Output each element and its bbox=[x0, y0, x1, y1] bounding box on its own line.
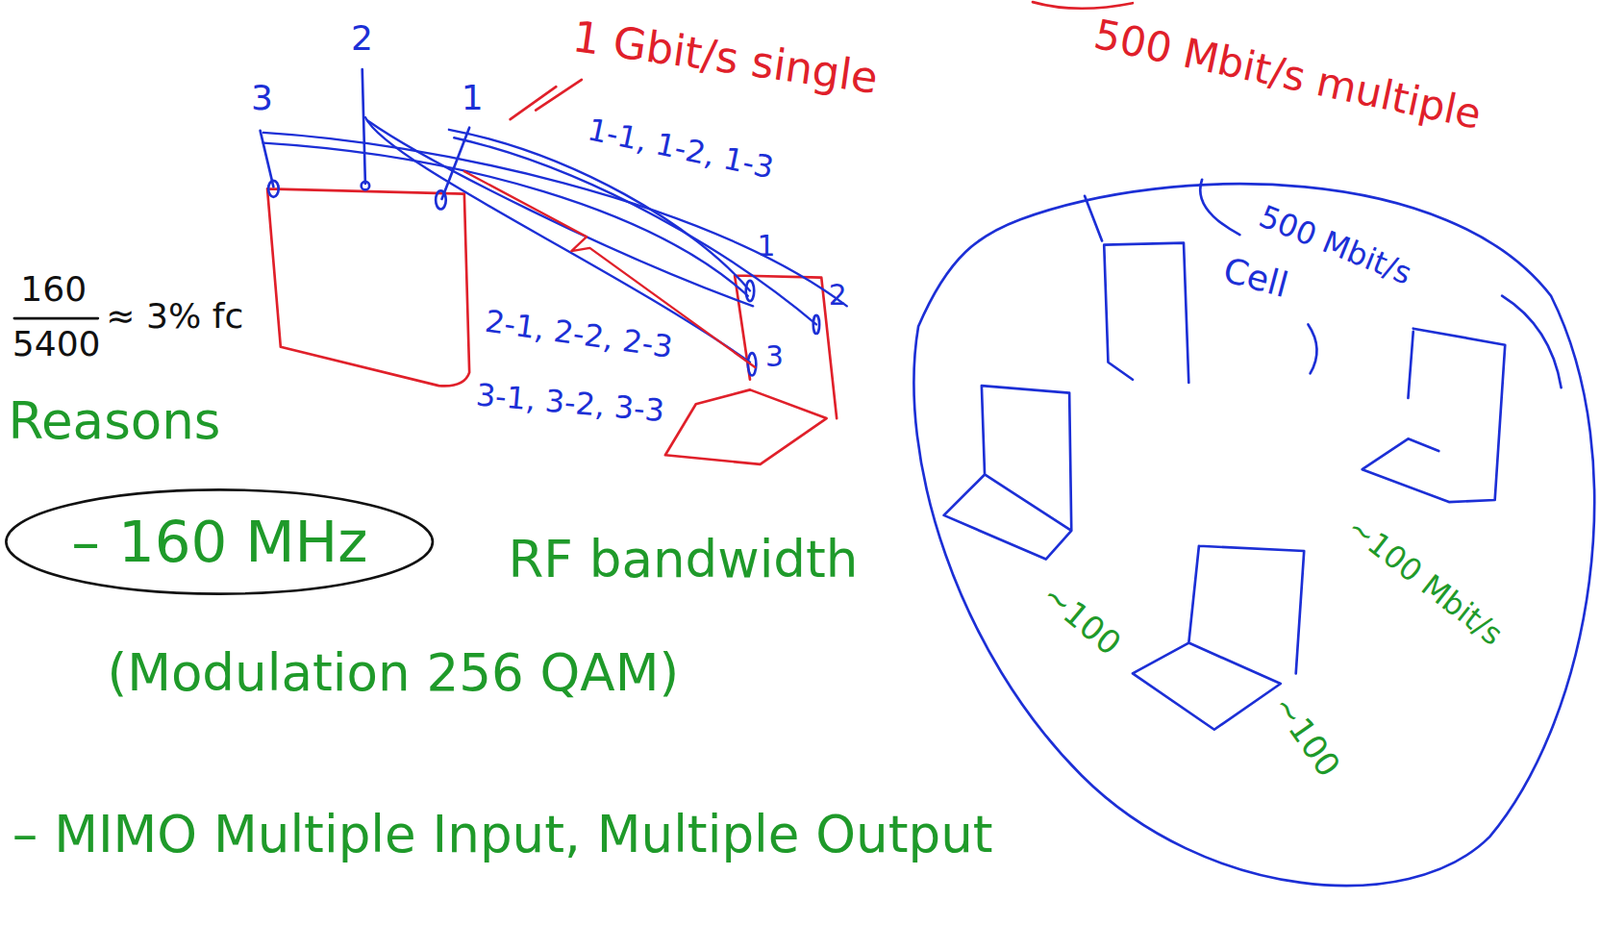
antenna-base bbox=[361, 181, 370, 190]
antenna bbox=[260, 130, 275, 187]
antenna-number: 3 bbox=[765, 340, 784, 374]
ratio-note: ≈ 3% fc bbox=[105, 296, 244, 336]
laptop bbox=[944, 385, 1073, 559]
client-rate: ~100 bbox=[1034, 576, 1128, 664]
signal-arc bbox=[1501, 296, 1562, 389]
antenna-base bbox=[435, 190, 447, 209]
laptop bbox=[1362, 328, 1506, 502]
antenna bbox=[362, 69, 366, 184]
client-rate: ~100 Mbit/s bbox=[1340, 510, 1509, 653]
fraction-bar bbox=[14, 317, 99, 321]
red-arc bbox=[1032, 1, 1133, 9]
heading: Reasons bbox=[7, 393, 221, 452]
reason-text: – MIMO Multiple Input, Multiple Output bbox=[12, 805, 994, 865]
reason-text: RF bandwidth bbox=[507, 530, 858, 590]
red-mark bbox=[510, 79, 582, 120]
path-label: 1-1, 1-2, 1-3 bbox=[584, 112, 777, 187]
laptop bbox=[1084, 196, 1189, 383]
reason-text: – 160 MHz bbox=[71, 509, 368, 575]
fraction-number: 5400 bbox=[12, 324, 101, 364]
circled-item: – 160 MHz bbox=[3, 487, 435, 596]
antenna-number: 1 bbox=[756, 230, 775, 264]
laptop-screen bbox=[734, 275, 837, 420]
antenna-base bbox=[268, 180, 279, 198]
signal-arc bbox=[1200, 179, 1240, 235]
ellipse-outline bbox=[5, 489, 433, 594]
rate-note: 1 Gbit/s single bbox=[569, 12, 881, 104]
router-body bbox=[267, 188, 470, 386]
antenna-number: 2 bbox=[828, 279, 848, 313]
path-label: 2-1, 2-2, 2-3 bbox=[482, 303, 675, 366]
antenna-number: 2 bbox=[350, 18, 374, 58]
reason-text: (Modulation 256 QAM) bbox=[106, 645, 679, 704]
signal-arc bbox=[1307, 324, 1317, 374]
cell-name: Cell bbox=[1219, 250, 1293, 306]
path-label: 3-1, 3-2, 3-3 bbox=[474, 377, 666, 430]
antenna-number: 3 bbox=[250, 77, 274, 118]
client-rate: ~100 bbox=[1265, 688, 1348, 784]
laptop-keyboard bbox=[665, 389, 827, 464]
antenna-number: 1 bbox=[461, 77, 484, 118]
cell-area: 500 Mbit/sCell~100 Mbit/s~100~100 bbox=[887, 157, 1592, 898]
fraction-number: 160 bbox=[20, 269, 87, 309]
rate-note: 500 Mbit/s multiple bbox=[1090, 10, 1486, 139]
blob-outline bbox=[913, 183, 1595, 886]
red-path bbox=[464, 171, 755, 368]
